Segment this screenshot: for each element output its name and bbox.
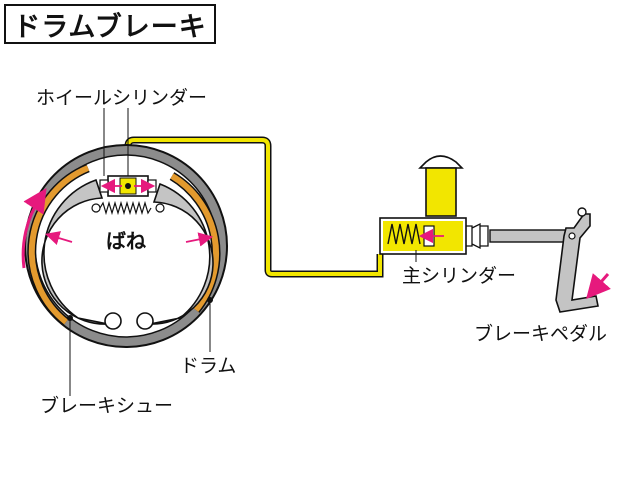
return-spring (91, 200, 165, 216)
brake-shoe-right (136, 172, 221, 330)
right-pivot-pin (136, 312, 154, 330)
brake-shoe-left (27, 163, 122, 330)
rotation-arrow (21, 187, 47, 269)
brake-pedal (555, 207, 611, 313)
label-drum: ドラム (180, 355, 236, 377)
hydraulic-line (124, 136, 384, 278)
fluid-reservoir (425, 167, 457, 217)
leader-drum-dot (207, 297, 213, 303)
push-rod (489, 229, 571, 243)
label-spring: ばね (106, 229, 146, 253)
diagram-title: ドラムブレーキ (13, 11, 207, 43)
master-cylinder (379, 155, 571, 255)
label-master-cylinder: 主シリンダー (402, 265, 516, 287)
label-brake-pedal: ブレーキペダル (474, 322, 607, 345)
wheel-cylinder (99, 175, 157, 197)
leader-brake-shoe-dot (67, 315, 73, 321)
left-pivot-pin (104, 312, 122, 330)
title-box: ドラムブレーキ (4, 4, 216, 44)
label-wheel-cylinder: ホイールシリンダー (36, 87, 207, 109)
force-arrows (45, 231, 214, 247)
label-brake-shoe: ブレーキシュー (40, 394, 173, 417)
